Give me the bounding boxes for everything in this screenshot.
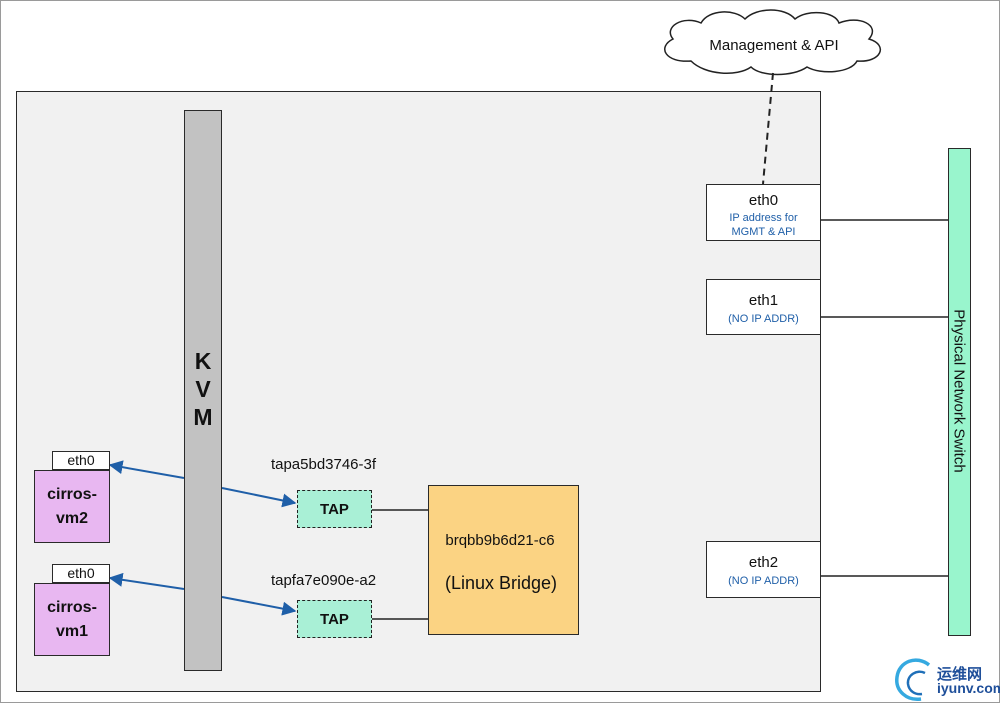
kvm-label: K V M [193,348,213,430]
eth1-subtext: (NO IP ADDR) [728,313,799,325]
linux-bridge [428,485,579,635]
eth1-name: eth1 [748,292,779,309]
tap2-name: tapfa7e090e-a2 [270,572,377,589]
vm-cirros-vm1: cirros- vm1 [34,583,110,656]
nic-eth0: eth0 IP address for MGMT & API [706,184,821,241]
vm2-name: cirros- vm2 [47,485,97,527]
eth0-name: eth0 [748,192,779,209]
tap-device-2: TAP [297,600,372,638]
vm2-tap-link [110,465,295,503]
tap2-label: TAP [320,610,349,628]
watermark-logo [895,658,931,701]
physical-network-switch [948,148,971,636]
bridge-type: (Linux Bridge) [444,573,558,593]
watermark-text-url: iyunv.com [937,680,1000,696]
cloud-shape [664,9,881,76]
tap-device-1: TAP [297,490,372,528]
bridge-name: brqbb9b6d21-c6 [445,532,555,549]
management-api-label: Management & API [709,37,839,54]
vm1-eth0-label: eth0 [52,564,110,583]
eth2-name: eth2 [748,554,779,571]
watermark-text-cn: 运维网 [937,666,983,683]
vm-cirros-vm2: cirros- vm2 [34,470,110,543]
nic-eth1: eth1 (NO IP ADDR) [706,279,821,335]
vm2-eth0-label: eth0 [52,451,110,470]
mgmt-link [762,72,774,185]
tap1-label: TAP [320,500,349,518]
eth0-subtext: IP address for MGMT & API [729,212,798,238]
nic-eth2: eth2 (NO IP ADDR) [706,541,821,598]
vm1-tap-link [110,578,295,611]
tap1-name: tapa5bd3746-3f [270,456,377,473]
eth2-subtext: (NO IP ADDR) [728,575,799,587]
switch-label: Physical Network Switch [950,309,968,473]
vm1-name: cirros- vm1 [47,598,97,640]
